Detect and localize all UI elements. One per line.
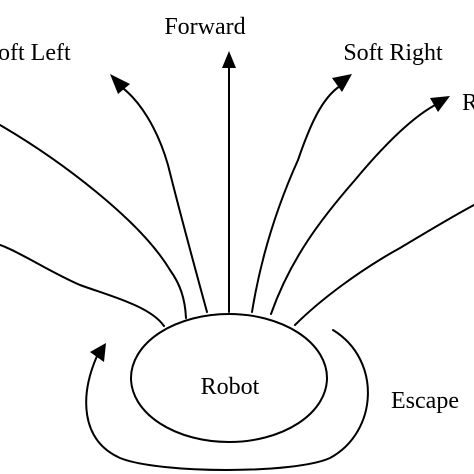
forward-label: Forward — [164, 14, 245, 40]
robot-body — [130, 313, 328, 443]
soft-right-arrow — [251, 85, 341, 313]
far-right-arrow — [294, 204, 474, 326]
soft-left-arrowhead — [110, 74, 130, 94]
right-arrowhead — [430, 96, 450, 112]
left-arrow — [0, 124, 187, 319]
soft-right-arrowhead — [332, 74, 352, 92]
forward-arrowhead — [222, 51, 236, 68]
escape-arrowhead — [90, 343, 106, 362]
escape-arrow — [85, 329, 369, 471]
soft-left-arrow — [119, 85, 208, 313]
escape-label: Escape — [391, 388, 459, 414]
soft-right-label: Soft Right — [343, 40, 443, 66]
right-arrow — [270, 103, 438, 315]
soft-left-label: oft Left — [0, 40, 71, 66]
far-left-arrow — [0, 244, 165, 327]
robot-label: Robot — [201, 374, 260, 400]
right-label: R — [462, 90, 474, 116]
